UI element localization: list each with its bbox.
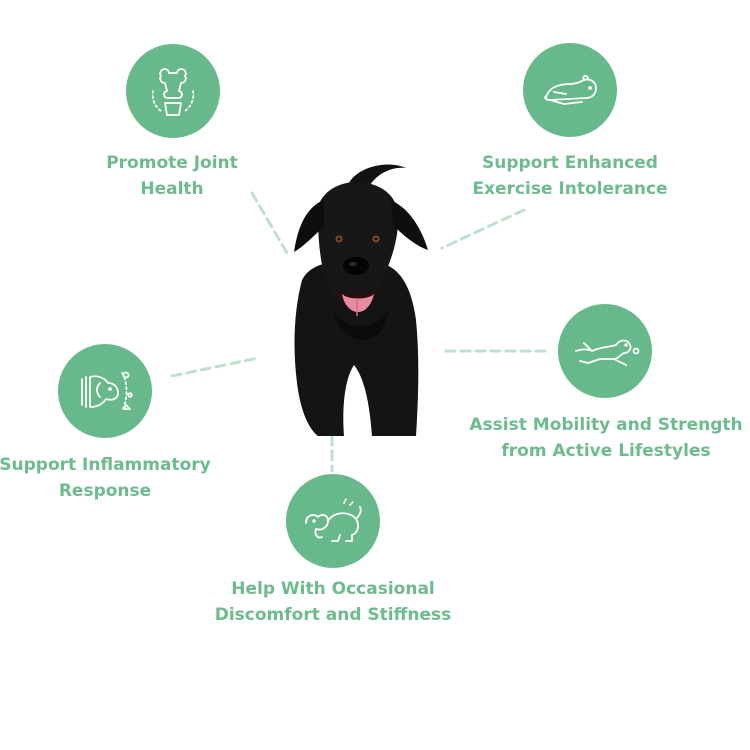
connector-exercise — [440, 208, 526, 250]
exercise-label-line2: Exercise Intolerance — [472, 179, 668, 199]
discomfort-badge — [286, 474, 380, 568]
inflammatory-badge — [58, 344, 152, 438]
mobility-label-line2: from Active Lifestyles — [501, 441, 711, 461]
discomfort-label-line2: Discomfort and Stiffness — [214, 605, 452, 625]
black-labrador-photo — [294, 164, 428, 436]
inflammatory-label: Support Inflammatory Response — [0, 452, 214, 504]
mobility-label-line1: Assist Mobility and Strength — [469, 415, 743, 435]
joint-health-label-line2: Health — [140, 179, 204, 199]
running-dog-icon — [575, 339, 640, 366]
exercise-label-line1: Support Enhanced — [482, 153, 658, 173]
exercise-badge — [523, 43, 617, 137]
discomfort-label: Help With Occasional Discomfort and Stif… — [208, 576, 458, 628]
dog-head-icon — [81, 371, 133, 412]
scratching-dog-icon — [305, 498, 362, 542]
joint-health-badge — [126, 44, 220, 138]
joint-health-label: Promote Joint Health — [86, 150, 258, 202]
inflammatory-label-line2: Response — [58, 481, 152, 501]
exercise-label: Support Enhanced Exercise Intolerance — [452, 150, 688, 202]
mobility-label: Assist Mobility and Strength from Active… — [466, 412, 746, 464]
connector-joint — [250, 191, 289, 255]
inflammatory-label-line1: Support Inflammatory — [0, 455, 211, 475]
connector-inflammatory — [170, 356, 260, 378]
resting-dog-icon — [544, 74, 597, 105]
discomfort-label-line1: Help With Occasional — [231, 579, 435, 599]
joint-health-label-line1: Promote Joint — [106, 153, 238, 173]
joint-bone-icon — [151, 68, 195, 116]
mobility-badge — [558, 304, 652, 398]
